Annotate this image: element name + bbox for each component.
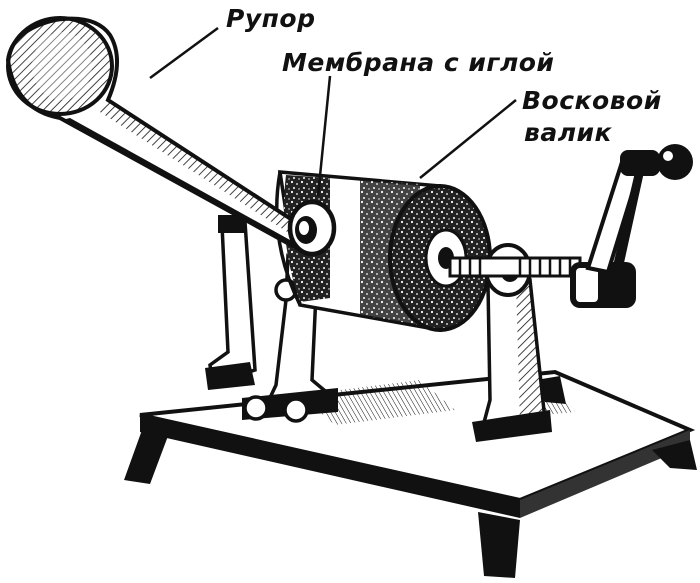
crank-handle-icon [570, 144, 693, 308]
rear-left-support [205, 215, 257, 390]
base-plate-icon [124, 369, 697, 578]
cylinder-leader [419, 99, 517, 179]
cylinder-label-line1: Восковой [522, 86, 662, 115]
front-left-support [242, 247, 338, 423]
membrane-label: Мембрана с иглой [282, 48, 555, 77]
horn-leader [149, 26, 219, 80]
threaded-shaft [448, 256, 582, 278]
membrane-leader [316, 75, 332, 197]
horn-label: Рупор [226, 4, 316, 33]
wax-cylinder-icon [275, 170, 492, 333]
membrane-icon [287, 199, 337, 257]
cylinder-label-line2: валик [524, 118, 612, 147]
leader-lines [149, 26, 517, 197]
horn-icon [5, 16, 311, 253]
